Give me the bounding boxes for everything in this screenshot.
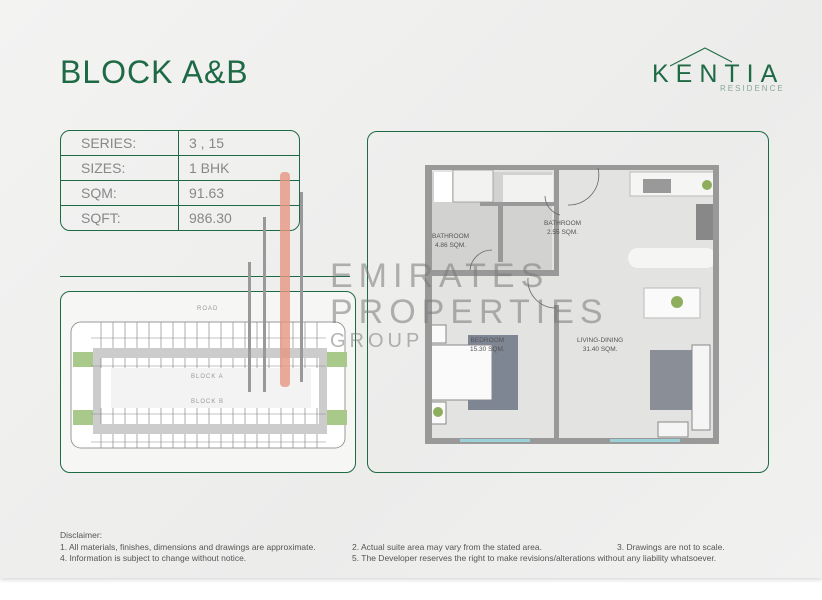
watermark-line: PROPERTIES bbox=[330, 293, 609, 331]
room-name: LIVING-DINING bbox=[577, 337, 624, 344]
disclaimer-item: 4. Information is subject to change with… bbox=[60, 553, 247, 563]
room-label-bathroom-2: BATHROOM 2.55 SQM. bbox=[544, 219, 581, 237]
spec-table: SERIES: 3 , 15 SIZES: 1 BHK SQM: 91.63 SQFT… bbox=[60, 130, 300, 231]
room-name: BEDROOM bbox=[470, 337, 505, 344]
spec-row: SQM: 91.63 bbox=[61, 180, 299, 205]
logo-roof-icon bbox=[669, 47, 733, 67]
logo-name: KENTIA bbox=[652, 60, 785, 88]
room-name: BATHROOM bbox=[432, 233, 470, 240]
block-a-label: BLOCK A bbox=[191, 374, 224, 380]
block-b-label: BLOCK B bbox=[191, 399, 225, 405]
spec-label: SERIES: bbox=[61, 131, 179, 155]
site-plan: ROAD BLOCK A BLOCK B bbox=[60, 291, 356, 473]
floor-plan bbox=[425, 165, 719, 444]
spec-label: SIZES: bbox=[61, 156, 179, 180]
room-name: BATHROOM bbox=[544, 220, 582, 227]
watermark-line: EMIRATES bbox=[330, 257, 550, 295]
page-title: BLOCK A&B bbox=[60, 54, 249, 90]
disclaimer-item: 5. The Developer reserves the right to m… bbox=[352, 553, 717, 563]
room-label-living-dining: LIVING-DINING 31.40 SQM. bbox=[577, 336, 623, 354]
kentia-logo: KENTIA RESIDENCE bbox=[650, 44, 800, 100]
spec-value: 91.63 bbox=[189, 185, 225, 201]
road-label: ROAD bbox=[197, 306, 219, 312]
watermark: EMIRATES PROPERTIES GROUP bbox=[330, 258, 609, 352]
disclaimer-title: Disclaimer: bbox=[60, 530, 103, 540]
disclaimer-item: 3. Drawings are not to scale. bbox=[617, 542, 725, 552]
spec-value: 3 , 15 bbox=[189, 135, 225, 151]
room-area: 15.30 SQM. bbox=[470, 346, 505, 353]
disclaimer-item: 2. Actual suite area may vary from the s… bbox=[352, 542, 542, 552]
spec-label: SQM: bbox=[61, 181, 179, 205]
divider bbox=[60, 276, 350, 277]
spec-row: SQFT: 986.30 bbox=[61, 205, 299, 230]
watermark-line: GROUP bbox=[330, 330, 424, 352]
disclaimer-item: 1. All materials, finishes, dimensions a… bbox=[60, 542, 316, 552]
spec-value: 986.30 bbox=[189, 210, 232, 226]
room-label-bathroom-1: BATHROOM 4.86 SQM. bbox=[432, 232, 469, 250]
site-plan-drawing bbox=[70, 321, 347, 449]
brochure-page: BLOCK A&B KENTIA RESIDENCE SERIES: 3 , 15… bbox=[0, 0, 822, 578]
spec-value: 1 BHK bbox=[189, 160, 230, 176]
spec-row: SERIES: 3 , 15 bbox=[61, 131, 299, 155]
watermark-logo-bars bbox=[248, 172, 303, 392]
logo-subtitle: RESIDENCE bbox=[720, 84, 785, 93]
spec-row: SIZES: 1 BHK bbox=[61, 155, 299, 180]
room-area: 31.40 SQM. bbox=[582, 346, 618, 353]
spec-label: SQFT: bbox=[61, 206, 179, 230]
room-area: 2.55 SQM. bbox=[547, 229, 579, 236]
room-area: 4.86 SQM. bbox=[435, 242, 467, 249]
floor-plan-frame bbox=[367, 131, 769, 473]
room-label-bedroom: BEDROOM 15.30 SQM. bbox=[470, 336, 505, 354]
